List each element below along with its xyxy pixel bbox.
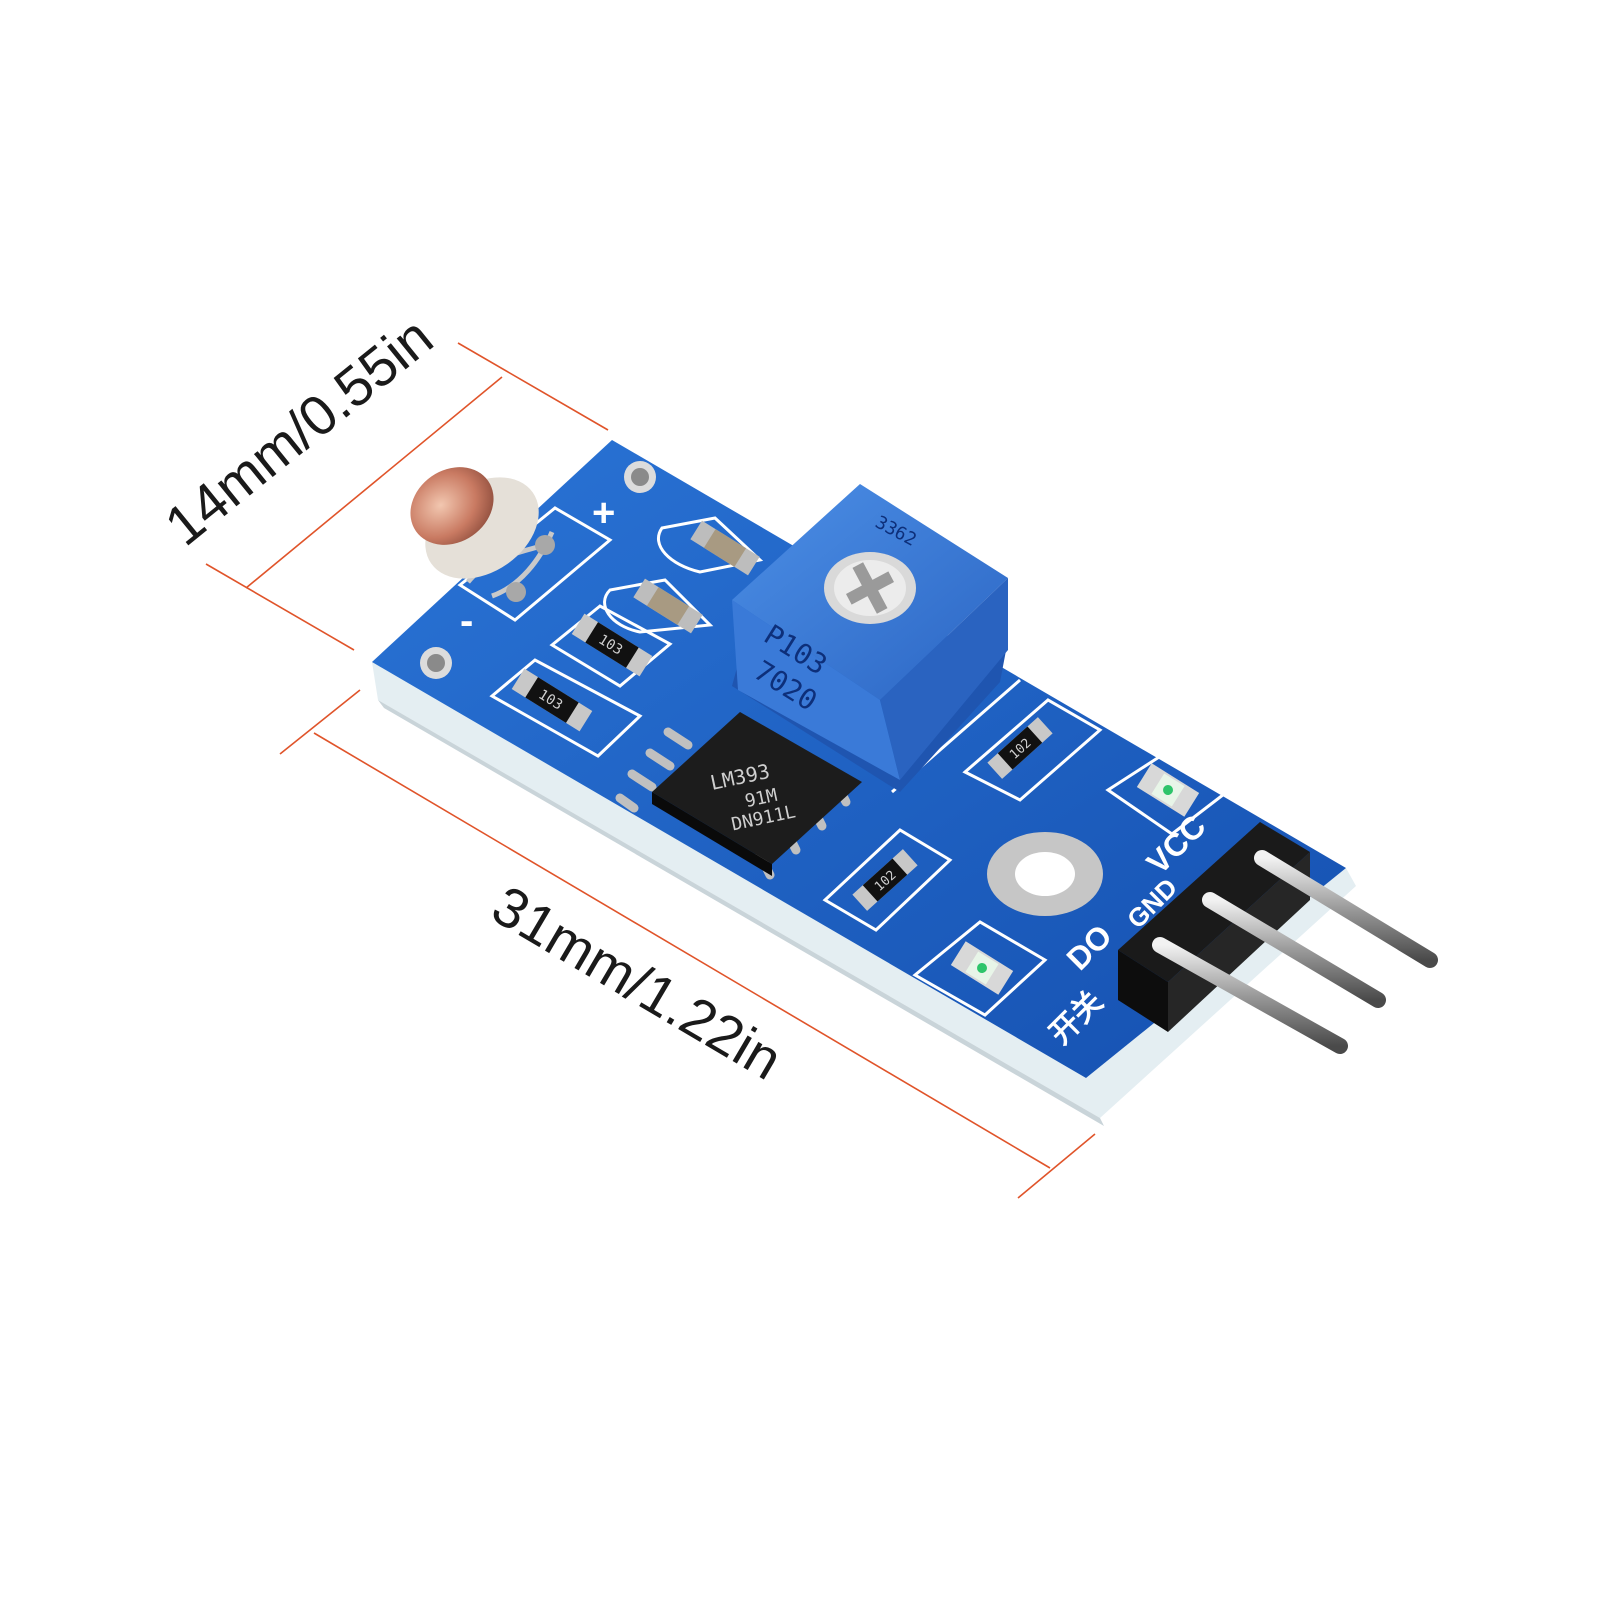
capacitor-c2	[633, 578, 703, 634]
comparator-chip: LM393 91M DN911L	[615, 712, 862, 880]
pin-do	[1152, 937, 1348, 1054]
pot-front	[732, 600, 900, 780]
pin-vcc	[1254, 850, 1438, 968]
capacitor-c1	[690, 520, 760, 576]
potentiometer: 3362 P103 7020	[732, 484, 1008, 792]
board-edge-shadow	[378, 700, 1104, 1126]
pin-gnd	[1202, 892, 1386, 1008]
silkscreen-outlines	[457, 506, 1235, 1017]
resistor-r2: 103	[511, 668, 593, 732]
mounting-hole-large	[987, 832, 1103, 916]
width-dimension	[205, 342, 609, 651]
ldr-face	[410, 467, 494, 545]
width-dimension-label: 14mm/0.55in	[153, 305, 444, 558]
silk-plus: +	[592, 491, 615, 535]
length-extension-left	[279, 689, 361, 755]
width-dimension-line	[245, 376, 503, 589]
mounting-hole-left	[420, 647, 452, 679]
mounting-hole-top	[624, 461, 656, 493]
led-signal	[950, 941, 1014, 995]
width-extension-bottom	[205, 563, 355, 651]
length-dimension	[279, 689, 1096, 1199]
photoresistor	[410, 467, 555, 602]
pin-header	[1118, 822, 1438, 1054]
silk-minus: -	[460, 599, 473, 643]
pot-adjust-screw	[824, 552, 916, 624]
chip-body	[652, 712, 862, 864]
length-dimension-line	[313, 732, 1051, 1169]
led-power	[1136, 763, 1200, 817]
length-extension-right	[1017, 1133, 1096, 1199]
pcb-board: + - 103 103 102 102	[372, 440, 1438, 1126]
width-extension-top	[457, 342, 609, 431]
